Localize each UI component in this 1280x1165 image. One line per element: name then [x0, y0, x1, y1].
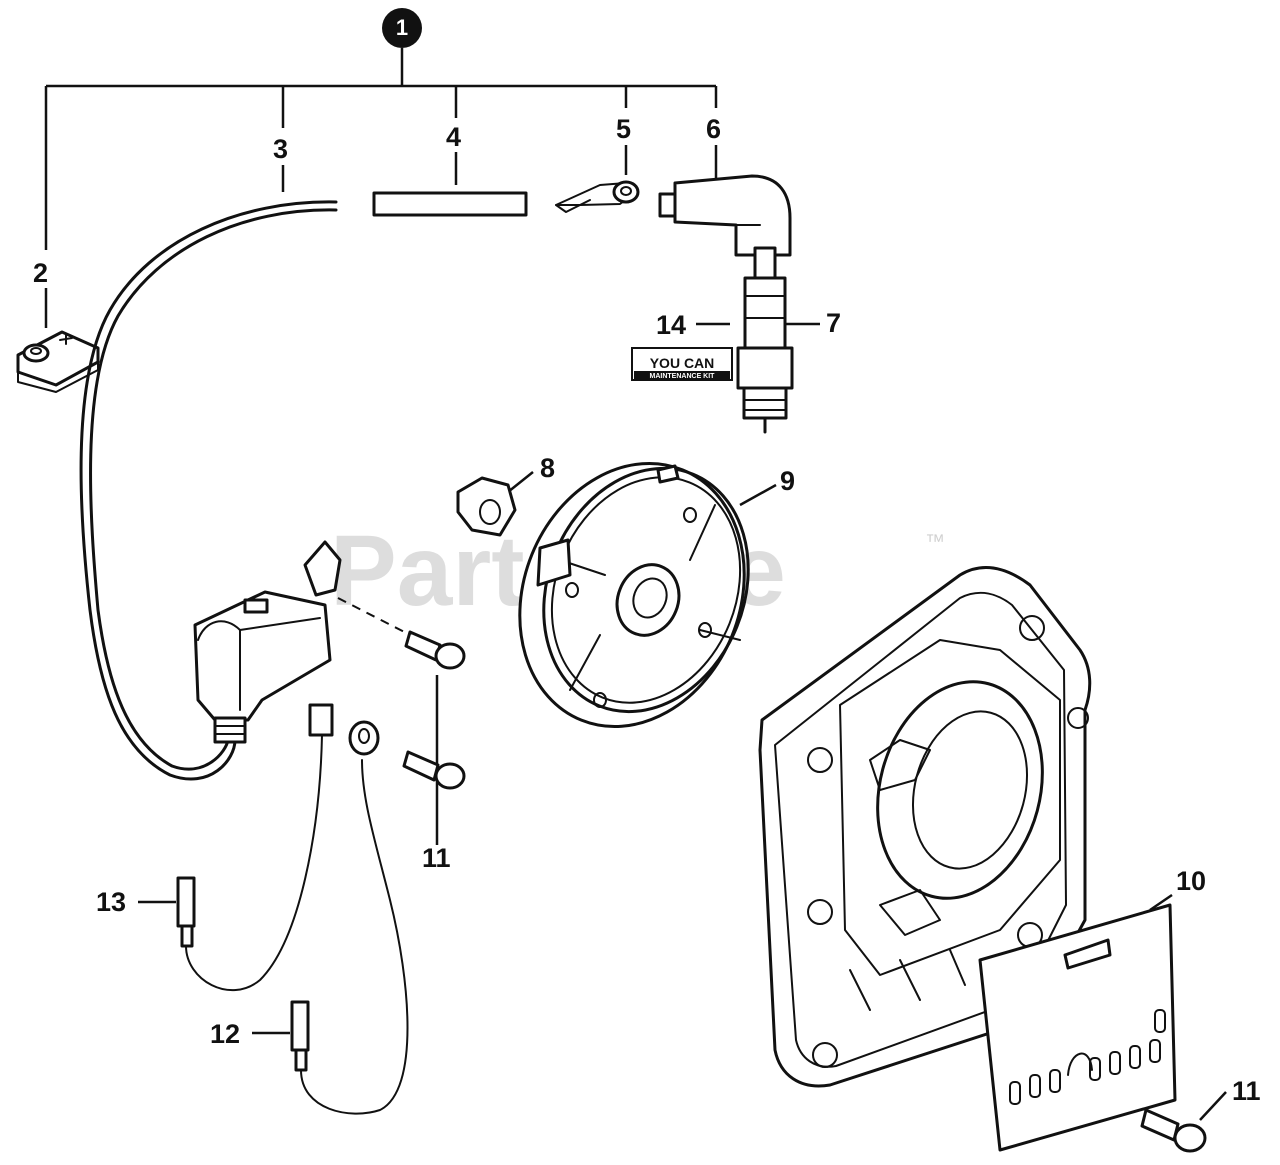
callout-11-screw: 11 — [1232, 1076, 1261, 1106]
callout-7: 7 — [826, 308, 841, 338]
assembly-badge — [382, 8, 422, 48]
maintenance-kit-logo: YOU CAN MAINTENANCE KIT — [631, 347, 733, 381]
spark-plug — [736, 246, 794, 434]
watermark-trademark: ™ — [925, 531, 945, 553]
insulator-plate — [978, 903, 1177, 1152]
ground-terminal-clip — [16, 330, 100, 393]
callout-2: 2 — [33, 258, 48, 288]
ground-lead-connector — [290, 720, 409, 1115]
callout-3: 3 — [273, 134, 288, 164]
flywheel-nut — [456, 476, 517, 537]
callout-labels: 2 3 4 5 6 7 8 9 10 11 11 12 13 14 — [33, 114, 1261, 1106]
callout-9: 9 — [780, 466, 795, 496]
callout-6: 6 — [706, 114, 721, 144]
callout-leaders — [138, 322, 1227, 1121]
callout-5: 5 — [616, 114, 631, 144]
callout-11-bolts: 11 — [422, 843, 451, 873]
callout-4: 4 — [446, 122, 461, 152]
plate-mounting-screw — [1140, 1108, 1207, 1153]
insulation-tube — [372, 191, 528, 217]
spring-clip — [555, 180, 640, 213]
assembly-bracket: 1 — [44, 8, 718, 328]
primary-lead-connector — [176, 703, 334, 992]
high-tension-lead-wire — [79, 200, 338, 781]
coil-mounting-bolt-lower — [402, 750, 466, 790]
callout-8: 8 — [540, 453, 555, 483]
kit-logo-line2: MAINTENANCE KIT — [650, 373, 716, 380]
callout-14: 14 — [656, 310, 686, 340]
flywheel — [518, 461, 750, 729]
kit-logo-line1: YOU CAN — [650, 355, 715, 371]
callout-13: 13 — [96, 887, 126, 917]
assembly-badge-label: 1 — [396, 15, 408, 40]
ignition-coil — [193, 540, 421, 744]
spark-plug-cap — [658, 174, 792, 257]
callout-12: 12 — [210, 1019, 240, 1049]
callout-10: 10 — [1176, 866, 1206, 896]
coil-mounting-bolt-upper — [404, 630, 466, 670]
